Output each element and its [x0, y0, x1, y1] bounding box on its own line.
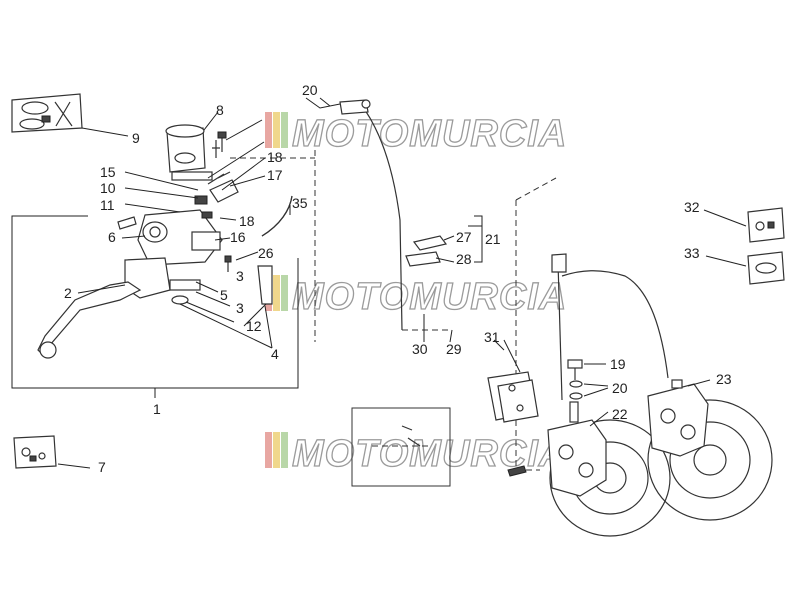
callout-26: 26	[258, 245, 274, 261]
callout-32: 32	[684, 199, 700, 215]
callout-20: 20	[302, 82, 318, 98]
banjo-bolt-19	[567, 359, 583, 380]
kit-33	[747, 251, 785, 285]
callout-10: 10	[100, 180, 116, 196]
hose-35	[261, 195, 293, 237]
watermark-text: MOTOMURCIA	[292, 113, 567, 155]
callout-31: 31	[484, 329, 500, 345]
callout-22: 22	[612, 406, 628, 422]
callout-27: 27	[456, 229, 472, 245]
bolt-8	[217, 131, 227, 152]
detail-frame	[351, 407, 451, 487]
callout-18: 18	[267, 149, 283, 165]
callout-2: 2	[64, 285, 72, 301]
callout-8: 8	[216, 102, 224, 118]
brake-lever-part	[37, 281, 142, 359]
callout-9: 9	[132, 130, 140, 146]
callout-7: 7	[98, 459, 106, 475]
callout-20: 20	[612, 380, 628, 396]
callout-18: 18	[239, 213, 255, 229]
callout-23: 23	[716, 371, 732, 387]
watermark-top: MOTOMURCIA	[265, 112, 567, 156]
callout-5: 5	[220, 287, 228, 303]
brake-line-part	[339, 99, 403, 331]
callout-30: 30	[412, 341, 428, 357]
brake-pads-31	[487, 371, 539, 423]
kit-32	[747, 207, 785, 243]
callout-15: 15	[100, 164, 116, 180]
group-1-bracket	[11, 215, 299, 398]
callout-3: 3	[236, 268, 244, 284]
callout-33: 33	[684, 245, 700, 261]
washers-20	[569, 380, 583, 400]
callout-21: 21	[485, 231, 501, 247]
assembly-line	[515, 177, 557, 471]
callout-4: 4	[271, 346, 279, 362]
bolt-11	[117, 216, 137, 230]
leader-lines	[57, 97, 747, 469]
bolt-26	[224, 255, 232, 272]
brake-hose-part	[551, 253, 669, 423]
reservoir-part	[165, 124, 220, 181]
brake-disc-right	[647, 399, 773, 521]
callout-29: 29	[446, 341, 462, 357]
watermark-text: MOTOMURCIA	[292, 276, 567, 318]
grommet-27	[412, 235, 448, 251]
brake-caliper-23	[647, 379, 709, 457]
callout-19: 19	[610, 356, 626, 372]
callout-11: 11	[100, 197, 115, 213]
pin-12	[257, 265, 273, 305]
callout-3: 3	[236, 300, 244, 316]
master-cylinder-part	[124, 171, 239, 305]
small-kit-part	[13, 435, 57, 469]
cover-kit-part	[11, 93, 83, 133]
brake-caliper-22	[507, 419, 607, 497]
callout-35: 35	[292, 195, 308, 211]
callout-12: 12	[246, 318, 262, 334]
callout-1: 1	[153, 401, 161, 417]
grommet-28	[405, 251, 441, 267]
line-bracket-21	[474, 215, 483, 263]
callout-17: 17	[267, 167, 283, 183]
watermark-text: MOTOMURCIA	[292, 433, 567, 475]
watermark-middle: MOTOMURCIA	[265, 275, 567, 319]
callout-16: 16	[230, 229, 246, 245]
callout-28: 28	[456, 251, 472, 267]
callout-6: 6	[108, 229, 116, 245]
